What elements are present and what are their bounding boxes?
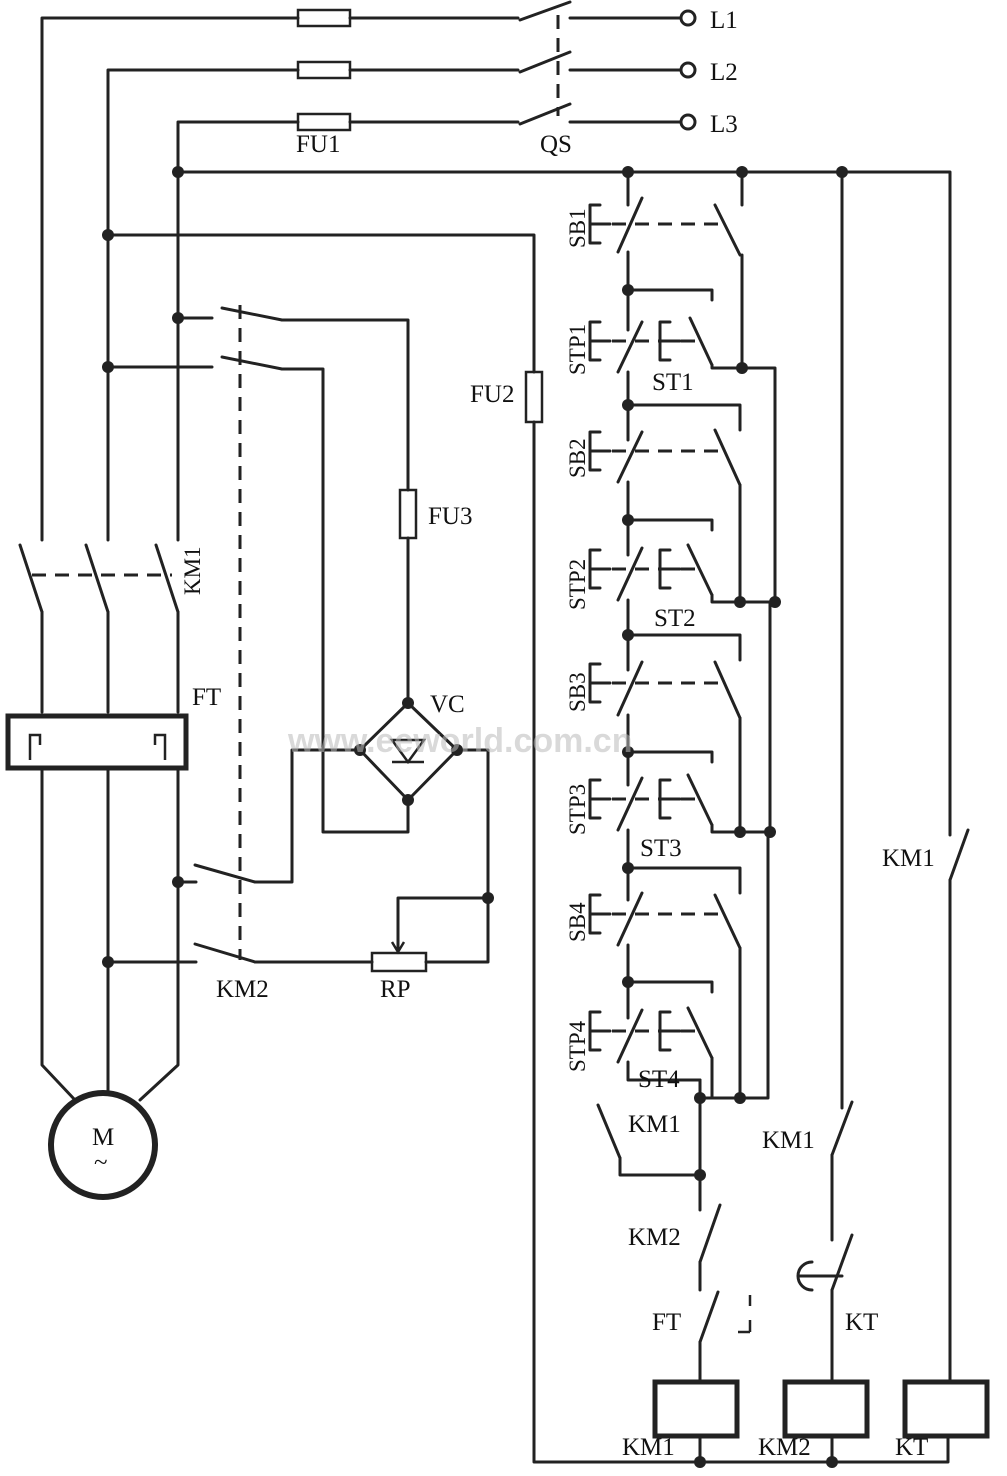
junction (694, 1456, 706, 1468)
terminal-l3 (679, 113, 697, 131)
label-fu1: FU1 (296, 131, 340, 158)
label-sb2: SB2 (565, 438, 590, 478)
coil-kt (902, 1379, 990, 1439)
thermal-relay-ft (5, 713, 189, 771)
junction (826, 1456, 838, 1468)
control-supply (106, 170, 952, 1464)
label-motor-sym: ~ (94, 1149, 108, 1176)
label-kt-contact: KT (845, 1309, 878, 1336)
junction (694, 1169, 706, 1181)
label-km1-main: KM1 (180, 546, 205, 595)
label-vc: VC (430, 691, 465, 718)
junction (622, 976, 634, 988)
motor-leads (40, 766, 180, 1102)
coil-km2 (782, 1379, 870, 1439)
label-l1: L1 (710, 7, 738, 34)
junction (769, 596, 781, 608)
label-l2: L2 (710, 59, 738, 86)
junction (736, 166, 748, 178)
km1-coil-branch (596, 1096, 752, 1464)
label-stp4: STP4 (565, 1020, 590, 1072)
label-stp2: STP2 (565, 559, 590, 610)
start-contacts (626, 180, 777, 1100)
junction (622, 746, 634, 758)
label-km1-nc: KM1 (882, 845, 935, 872)
label-km2-brake: KM2 (216, 976, 269, 1003)
junction (736, 362, 748, 374)
label-coil-km2: KM2 (758, 1434, 811, 1461)
label-stp1: STP1 (565, 324, 590, 375)
label-fu2: FU2 (470, 381, 514, 408)
junction (836, 166, 848, 178)
label-rp: RP (380, 976, 411, 1003)
label-sb1: SB1 (565, 208, 590, 248)
label-l3: L3 (710, 111, 738, 138)
label-stp3: STP3 (565, 784, 590, 835)
label-qs: QS (540, 131, 572, 158)
label-fu3: FU3 (428, 503, 472, 530)
label-sb4: SB4 (565, 902, 590, 942)
watermark: www.eeworld.com.cn (287, 722, 632, 760)
junction (451, 744, 463, 756)
km1-main-contacts (18, 523, 180, 714)
junction (482, 892, 494, 904)
junction (622, 862, 634, 874)
supply-lines (40, 8, 682, 527)
km2-coil-branch (796, 1100, 854, 1464)
label-st4: ST4 (638, 1066, 680, 1093)
label-motor: M (92, 1124, 114, 1151)
coil-km1 (652, 1379, 740, 1439)
terminal-l2 (679, 61, 697, 79)
label-km1-hold: KM1 (628, 1111, 681, 1138)
button-actuators (588, 203, 725, 1052)
label-coil-km1: KM1 (622, 1434, 675, 1461)
label-ft: FT (192, 684, 221, 711)
label-coil-kt: KT (895, 1434, 928, 1461)
junction (622, 399, 634, 411)
resistor-rp (370, 896, 490, 973)
label-km2-nc: KM2 (628, 1224, 681, 1251)
switch-qs (518, 0, 572, 126)
junction (402, 794, 414, 806)
label-km1-kt: KM1 (762, 1127, 815, 1154)
junction (622, 629, 634, 641)
junction (622, 284, 634, 296)
label-st2: ST2 (654, 605, 696, 632)
km2-braking-contacts (106, 305, 410, 964)
label-st1: ST1 (652, 369, 694, 396)
junction (402, 697, 414, 709)
terminal-l1 (679, 9, 697, 27)
kt-coil-branch (948, 828, 970, 1384)
motor-m (48, 1090, 158, 1200)
junction (622, 514, 634, 526)
label-sb3: SB3 (565, 672, 590, 712)
label-st3: ST3 (640, 835, 682, 862)
stop-chain (616, 170, 702, 1082)
junction (734, 826, 746, 838)
junction (354, 744, 366, 756)
fuse-fu3 (398, 488, 418, 702)
junction (734, 1092, 746, 1104)
junction (764, 826, 776, 838)
junction (734, 596, 746, 608)
label-ft-nc: FT (652, 1309, 681, 1336)
